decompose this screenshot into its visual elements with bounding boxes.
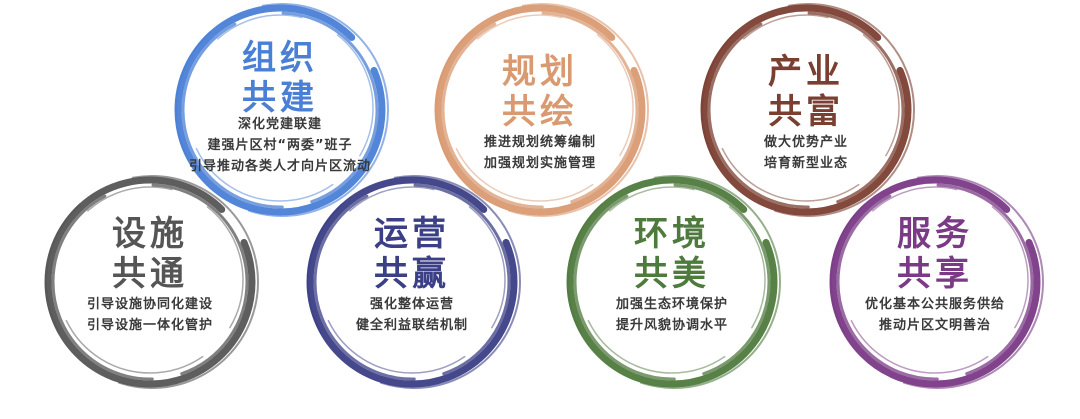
brush-stroke bbox=[566, 176, 778, 388]
pillar-title-line2: 共赢 bbox=[374, 254, 450, 294]
pillar-description: 深化党建联建建强片区村“两委”班子引导推动各类人才向片区流动 bbox=[170, 114, 390, 177]
pillar-card-7: 服务 共享 优化基本公共服务供给推动片区文明善治 bbox=[825, 214, 1045, 336]
pillar-title-line2: 共美 bbox=[634, 254, 710, 294]
pillar-title-line2: 共建 bbox=[242, 78, 318, 118]
pillar-description-line: 引导设施一体化管护 bbox=[86, 318, 213, 333]
brush-stroke bbox=[44, 176, 256, 388]
brush-ring-3 bbox=[700, 3, 915, 217]
brush-stroke bbox=[51, 183, 249, 381]
brush-stroke bbox=[830, 175, 1044, 389]
pillar-title-line1: 运营 bbox=[374, 214, 450, 254]
pillar-card-6: 环境 共美 加强生态环境保护提升风貌协调水平 bbox=[562, 214, 782, 336]
brush-stroke bbox=[306, 176, 518, 388]
pillar-title-line2: 共富 bbox=[768, 92, 844, 132]
pillar-description-line: 强化整体运营 bbox=[369, 297, 454, 312]
brush-ring-2 bbox=[434, 3, 649, 217]
brush-stroke bbox=[318, 186, 506, 374]
pillar-description-line: 提升风貌协调水平 bbox=[615, 318, 728, 333]
pillar-title-line1: 产业 bbox=[768, 52, 844, 92]
brush-stroke bbox=[829, 176, 1041, 388]
pillar-title-line2: 共绘 bbox=[502, 92, 578, 132]
pillar-card-2: 规划 共绘 推进规划统筹编制加强规划实施管理 bbox=[430, 52, 650, 174]
brush-ring-4 bbox=[44, 175, 259, 389]
pillar-description-line: 引导推动各类人才向片区流动 bbox=[188, 159, 371, 174]
brush-ring-6 bbox=[566, 175, 781, 389]
brush-stroke bbox=[186, 14, 374, 202]
brush-ring-1 bbox=[174, 3, 389, 217]
brush-stroke bbox=[45, 175, 259, 389]
brush-stroke bbox=[700, 4, 912, 216]
pillar-description-line: 深化党建联建 bbox=[237, 117, 322, 132]
pillar-description-line: 做大优势产业 bbox=[763, 135, 848, 150]
brush-ring-5 bbox=[306, 175, 521, 389]
brush-stroke bbox=[435, 3, 649, 217]
pillar-description-line: 推动片区文明善治 bbox=[878, 318, 991, 333]
brush-stroke bbox=[307, 175, 521, 389]
pillar-description-line: 健全利益联结机制 bbox=[355, 318, 468, 333]
brush-stroke bbox=[56, 186, 244, 374]
brush-stroke bbox=[441, 11, 639, 209]
brush-stroke bbox=[313, 183, 511, 381]
brush-stroke bbox=[434, 4, 646, 216]
pillar-card-5: 运营 共赢 强化整体运营健全利益联结机制 bbox=[302, 214, 522, 336]
brush-stroke bbox=[578, 186, 766, 374]
pillar-description: 加强生态环境保护提升风貌协调水平 bbox=[562, 294, 782, 336]
brush-stroke bbox=[181, 11, 379, 209]
pillar-description: 做大优势产业培育新型业态 bbox=[696, 132, 916, 174]
pillar-description: 引导设施协同化建设引导设施一体化管护 bbox=[40, 294, 260, 336]
brush-stroke bbox=[707, 11, 905, 209]
pillar-description-line: 加强生态环境保护 bbox=[615, 297, 728, 312]
pillar-title-line1: 环境 bbox=[634, 214, 710, 254]
pillar-title-line1: 规划 bbox=[502, 52, 578, 92]
pillar-description-line: 建强片区村“两委”班子 bbox=[207, 138, 353, 153]
pillar-title-line1: 服务 bbox=[897, 214, 973, 254]
brush-stroke bbox=[841, 186, 1029, 374]
pillar-description-line: 推进规划统筹编制 bbox=[483, 135, 596, 150]
pillar-title-line2: 共通 bbox=[112, 254, 188, 294]
pillar-description-line: 引导设施协同化建设 bbox=[86, 297, 213, 312]
pillar-description-line: 优化基本公共服务供给 bbox=[864, 297, 1005, 312]
brush-stroke bbox=[712, 14, 900, 202]
brush-stroke bbox=[701, 3, 915, 217]
brush-stroke bbox=[836, 183, 1034, 381]
pillar-description: 优化基本公共服务供给推动片区文明善治 bbox=[825, 294, 1045, 336]
brush-ring-7 bbox=[829, 175, 1044, 389]
pillar-card-3: 产业 共富 做大优势产业培育新型业态 bbox=[696, 52, 916, 174]
pillar-title-line2: 共享 bbox=[897, 254, 973, 294]
pillar-description-line: 加强规划实施管理 bbox=[483, 156, 596, 171]
pillar-card-4: 设施 共通 引导设施协同化建设引导设施一体化管护 bbox=[40, 214, 260, 336]
pillar-title-line1: 组织 bbox=[242, 38, 318, 78]
pillar-card-1: 组织 共建 深化党建联建建强片区村“两委”班子引导推动各类人才向片区流动 bbox=[170, 38, 390, 177]
pillar-title-line1: 设施 bbox=[112, 214, 188, 254]
pillar-description-line: 培育新型业态 bbox=[763, 156, 848, 171]
brush-stroke bbox=[573, 183, 771, 381]
pillar-description: 推进规划统筹编制加强规划实施管理 bbox=[430, 132, 650, 174]
brush-stroke bbox=[567, 175, 781, 389]
pillar-description: 强化整体运营健全利益联结机制 bbox=[302, 294, 522, 336]
brush-stroke bbox=[446, 14, 634, 202]
brush-stroke bbox=[174, 4, 386, 216]
brush-stroke bbox=[175, 3, 389, 217]
